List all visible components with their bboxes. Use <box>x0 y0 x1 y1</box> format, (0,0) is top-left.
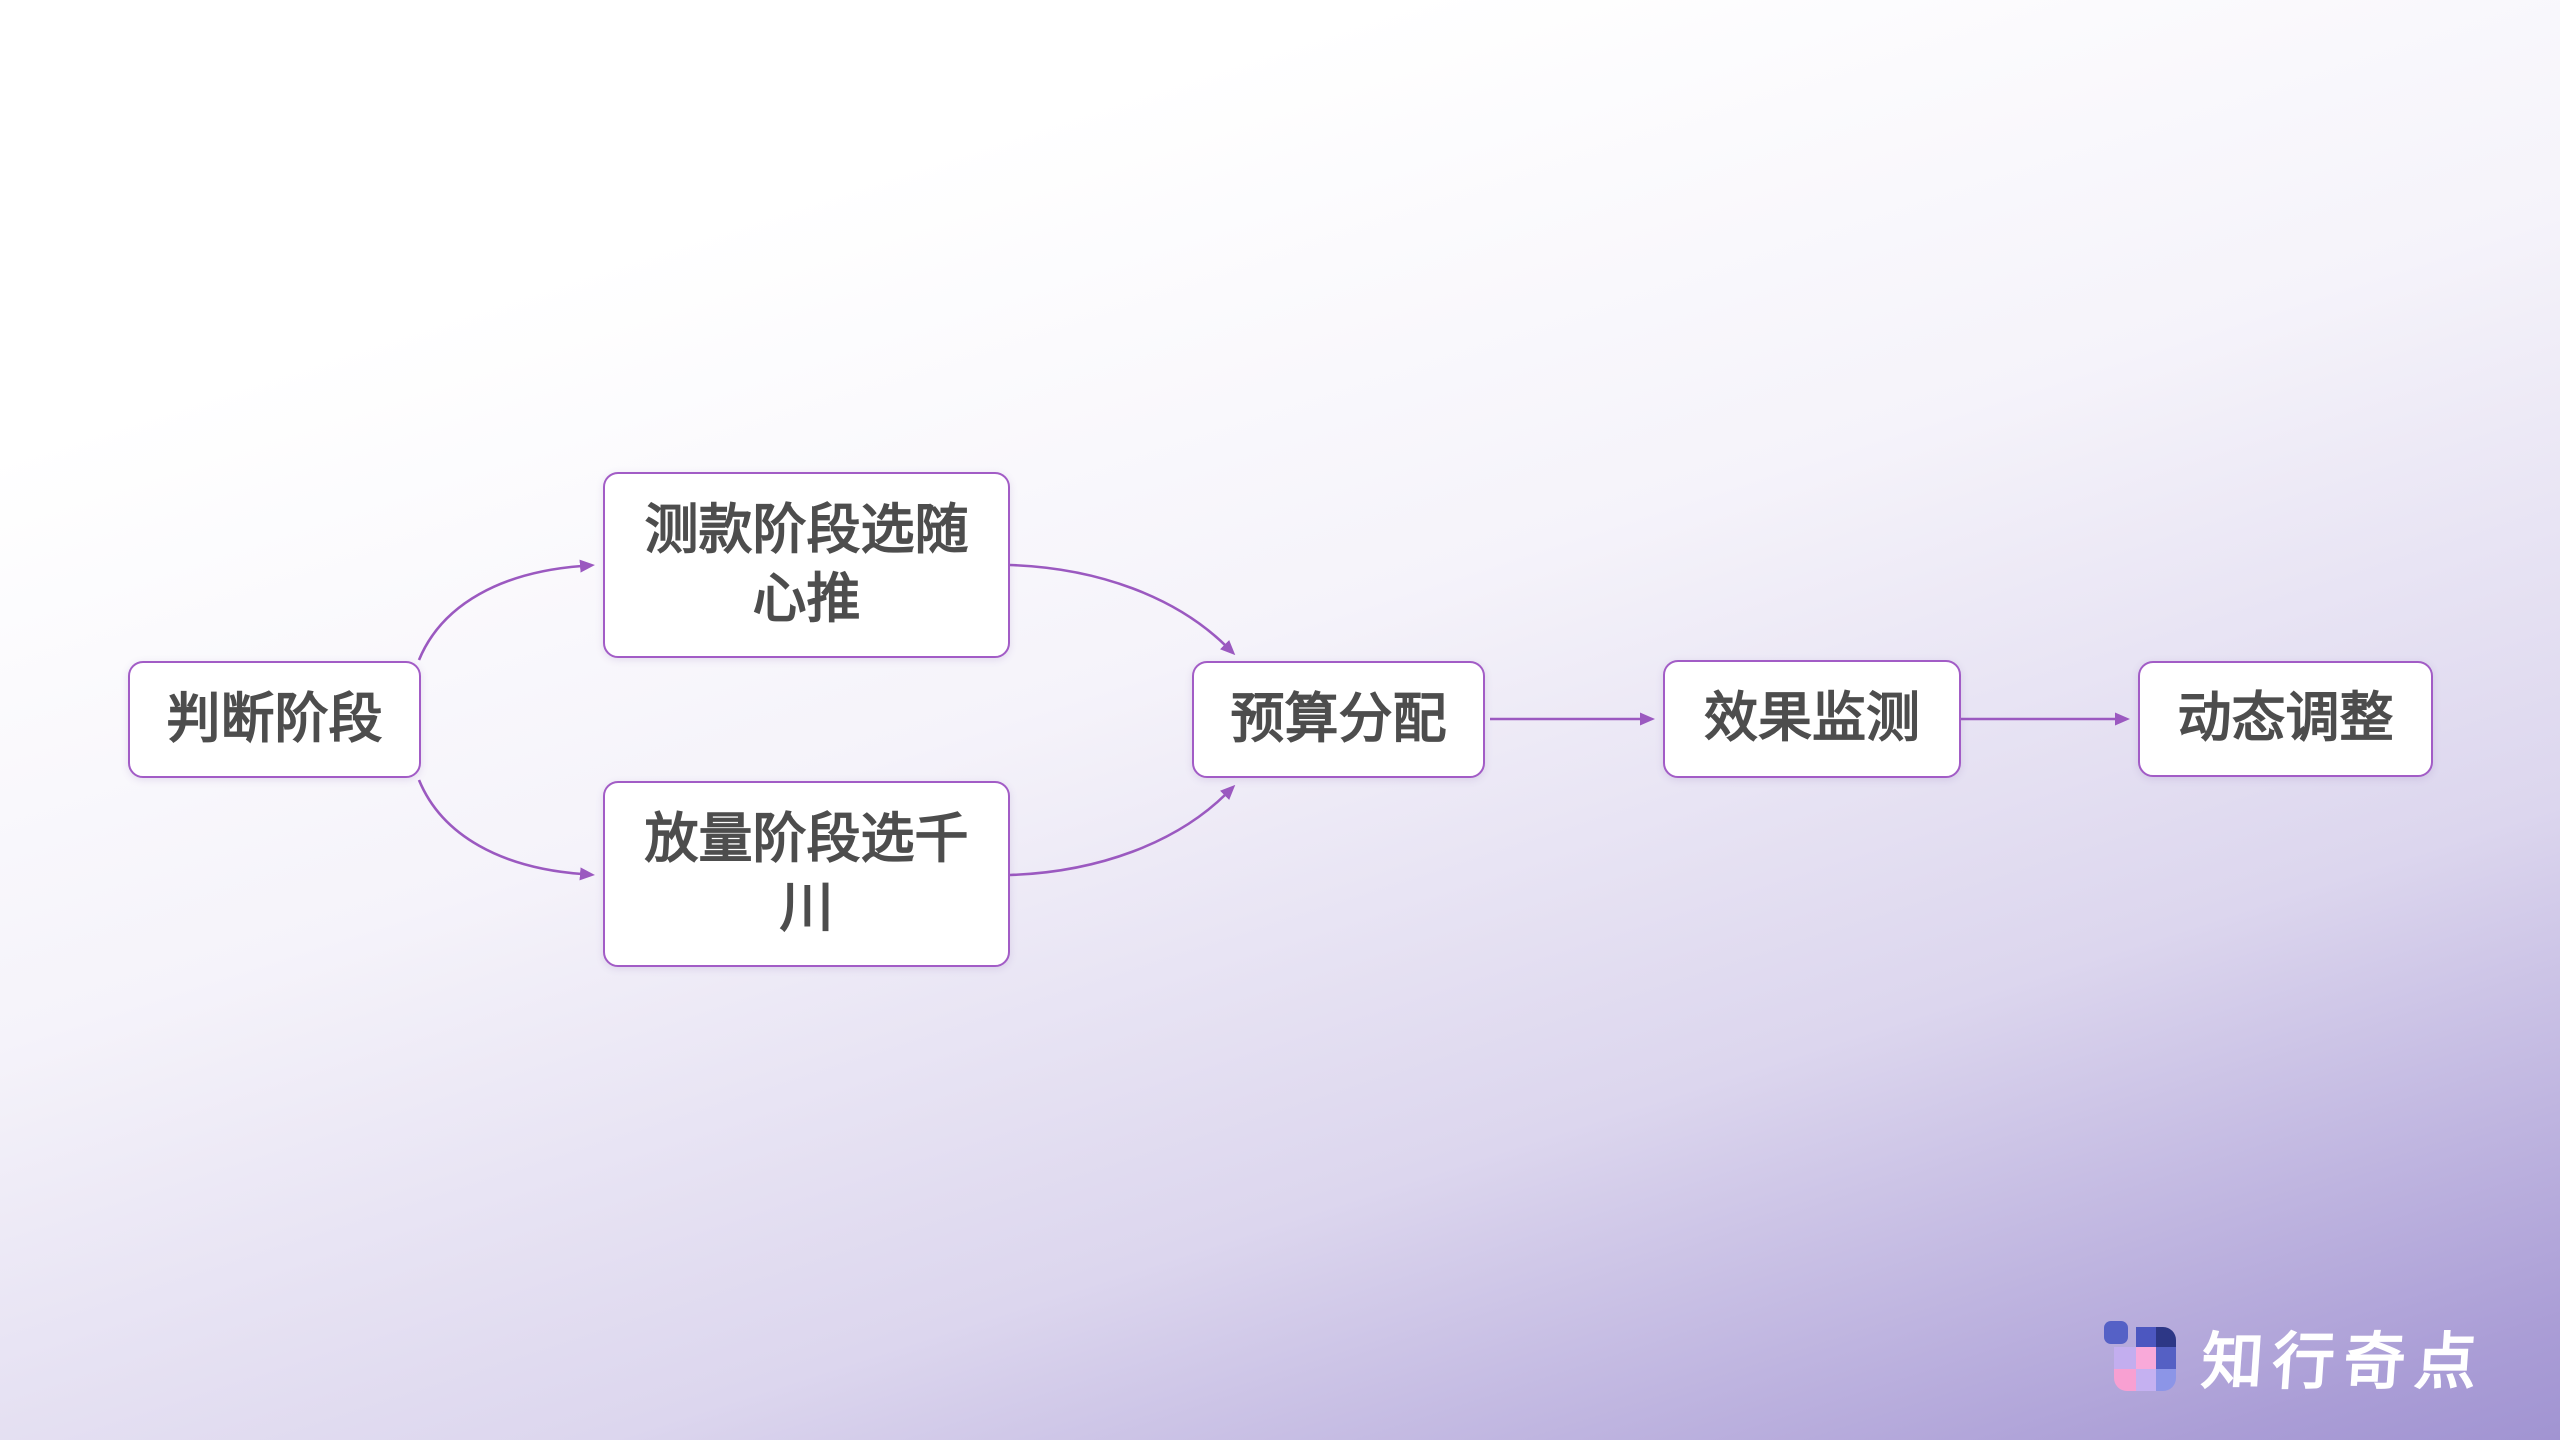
flow-node-judge: 判断阶段 <box>128 661 421 778</box>
logo-cell-mid-center <box>2136 1346 2156 1369</box>
flow-node-test: 测款阶段选随心推 <box>603 472 1010 658</box>
edge-judge-to-scale <box>417 779 595 881</box>
flow-node-adjust-label: 动态调整 <box>2177 688 2394 749</box>
logo-cell-detached <box>2104 1320 2128 1344</box>
flow-node-test-label: 测款阶段选随心推 <box>644 499 969 629</box>
flow-node-scale: 放量阶段选千川 <box>603 781 1010 967</box>
logo-cell-bottom-right <box>2156 1368 2176 1391</box>
flow-node-adjust: 动态调整 <box>2138 661 2433 777</box>
edge-judge-to-test <box>417 559 595 661</box>
logo-cell-bottom-center <box>2136 1368 2156 1391</box>
logo-cell-top-mid <box>2136 1326 2156 1347</box>
edge-test-to-budget <box>1009 563 1236 656</box>
flow-node-judge-label: 判断阶段 <box>166 688 383 749</box>
brand-logo-text: 知行奇点 <box>2199 1328 2488 1397</box>
edge-scale-to-budget <box>1009 784 1236 877</box>
flow-node-monitor-label: 效果监测 <box>1704 688 1920 749</box>
brand-logo-icon <box>2104 1320 2176 1392</box>
flow-node-monitor: 效果监测 <box>1663 660 1961 778</box>
flow-node-scale-label: 放量阶段选千川 <box>644 808 969 938</box>
brand-logo: 知行奇点 <box>2104 1318 2488 1397</box>
flow-node-budget-label: 预算分配 <box>1230 688 1447 749</box>
logo-cell-top-right <box>2156 1326 2176 1347</box>
logo-cell-mid-right <box>2156 1346 2176 1369</box>
logo-cell-bottom-left <box>2114 1368 2136 1391</box>
logo-cell-mid-left <box>2114 1346 2136 1369</box>
flow-node-budget: 预算分配 <box>1192 661 1485 778</box>
